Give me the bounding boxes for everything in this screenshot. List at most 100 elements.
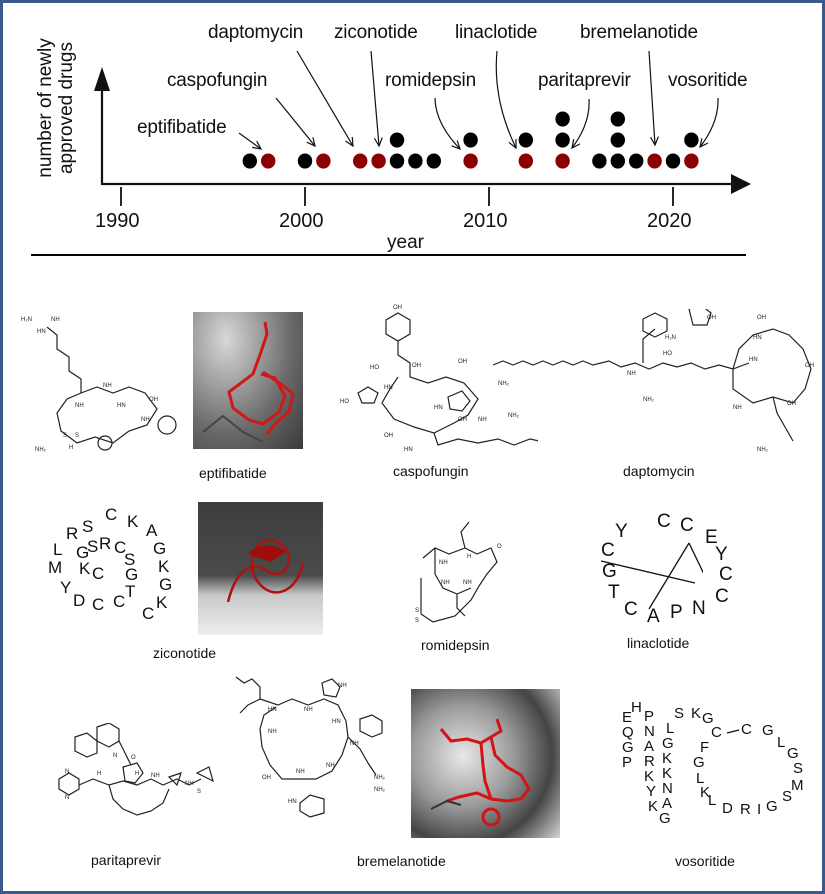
- svg-text:NH₂: NH₂: [374, 775, 386, 781]
- svg-text:NH: NH: [326, 763, 335, 769]
- svg-text:H: H: [135, 771, 139, 777]
- x-tick-label: 2020: [647, 210, 692, 232]
- highlighted-drug-marker: [518, 153, 533, 169]
- svg-text:NH: NH: [75, 403, 84, 409]
- svg-text:OH: OH: [458, 359, 467, 365]
- drug-marker: [610, 153, 625, 169]
- highlighted-drug-marker: [684, 153, 699, 169]
- svg-text:NH₂: NH₂: [643, 397, 655, 403]
- arrowhead-bremelanotide: [650, 136, 659, 147]
- vosoritide-disulfide-bond: [726, 729, 740, 734]
- x-tick-label: 2000: [279, 210, 324, 232]
- svg-text:N: N: [113, 753, 117, 759]
- caption-linaclotide: linaclotide: [627, 635, 690, 651]
- svg-text:HN: HN: [434, 405, 443, 411]
- svg-text:H: H: [467, 554, 471, 560]
- drug-marker: [463, 132, 478, 148]
- svg-text:S: S: [63, 433, 67, 439]
- svg-text:H: H: [97, 771, 101, 777]
- drug-marker: [610, 132, 625, 148]
- annotation-arrow-bremelanotide: [648, 50, 656, 146]
- svg-text:NH: NH: [141, 417, 150, 423]
- caption-eptifibatide: eptifibatide: [199, 465, 267, 481]
- x-axis-arrowhead: [731, 174, 751, 194]
- annotation-daptomycin: daptomycin: [208, 22, 304, 43]
- svg-text:OH: OH: [805, 363, 814, 369]
- svg-text:NH: NH: [185, 781, 194, 787]
- svg-text:HN: HN: [268, 707, 277, 713]
- svg-text:OH: OH: [707, 315, 716, 321]
- svg-text:NH: NH: [627, 371, 636, 377]
- svg-text:H₂N: H₂N: [21, 317, 32, 323]
- svg-text:NH: NH: [463, 580, 472, 586]
- svg-text:OH: OH: [384, 433, 393, 439]
- svg-text:H: H: [69, 445, 73, 451]
- svg-text:NH: NH: [439, 560, 448, 566]
- svg-text:O: O: [131, 755, 136, 761]
- caption-daptomycin: daptomycin: [623, 463, 695, 479]
- caption-ziconotide: ziconotide: [153, 645, 217, 661]
- svg-text:NH: NH: [296, 769, 305, 775]
- svg-text:OH: OH: [149, 397, 158, 403]
- drug-marker: [518, 132, 533, 148]
- svg-text:NH₂: NH₂: [35, 447, 47, 453]
- caption-paritaprevir: paritaprevir: [91, 852, 162, 868]
- annotation-arrow-eptifibatide: [238, 132, 262, 150]
- svg-text:NH₂: NH₂: [498, 381, 510, 387]
- svg-text:HN: HN: [288, 799, 297, 805]
- arrowhead-vosoritide: [699, 138, 709, 149]
- drug-marker: [426, 153, 441, 169]
- svg-text:S: S: [415, 618, 419, 624]
- highlighted-drug-marker: [261, 153, 276, 169]
- svg-text:H₂N: H₂N: [665, 335, 676, 341]
- timeline-chart: [94, 50, 751, 206]
- svg-text:OH: OH: [262, 775, 271, 781]
- annotation-romidepsin: romidepsin: [385, 70, 476, 91]
- arrowhead-romidepsin: [451, 140, 461, 150]
- annotation-arrow-caspofungin: [275, 97, 316, 147]
- arrowhead-daptomycin: [345, 136, 354, 148]
- svg-text:HO: HO: [663, 351, 672, 357]
- x-axis-label: year: [387, 232, 424, 253]
- annotation-eptifibatide: eptifibatide: [137, 117, 227, 138]
- drug-marker: [297, 153, 313, 169]
- svg-text:NH: NH: [350, 741, 359, 747]
- svg-text:NH: NH: [304, 707, 313, 713]
- drug-marker: [389, 132, 405, 148]
- annotation-arrow-linaclotide: [495, 50, 517, 149]
- svg-text:HN: HN: [384, 385, 393, 391]
- svg-text:NH: NH: [733, 405, 742, 411]
- svg-text:NH: NH: [268, 729, 277, 735]
- highlighted-drug-marker: [353, 153, 368, 169]
- eptifibatide-surface-model: [193, 312, 303, 449]
- annotation-arrow-paritaprevir: [571, 98, 590, 149]
- arrowhead-caspofungin: [306, 137, 316, 148]
- highlighted-drug-marker: [463, 153, 478, 169]
- svg-text:OH: OH: [458, 417, 467, 423]
- annotation-arrow-vosoritide: [699, 97, 719, 148]
- highlighted-drug-marker: [316, 153, 331, 169]
- caption-vosoritide: vosoritide: [675, 853, 735, 869]
- svg-text:NH₂: NH₂: [757, 447, 769, 453]
- svg-text:HN: HN: [404, 447, 413, 453]
- svg-text:NH: NH: [51, 317, 60, 323]
- svg-text:S: S: [415, 608, 419, 614]
- svg-text:HN: HN: [332, 719, 341, 725]
- drug-marker: [592, 153, 607, 169]
- svg-text:OH: OH: [393, 305, 402, 311]
- svg-text:NH: NH: [151, 773, 160, 779]
- highlighted-drug-marker: [371, 153, 386, 169]
- x-tick-label: 2010: [463, 210, 508, 232]
- y-axis-label: number of newly approved drugs: [35, 38, 77, 178]
- drug-marker: [555, 111, 570, 127]
- caption-bremelanotide: bremelanotide: [357, 853, 446, 869]
- linaclotide-crosslinks: [600, 542, 703, 610]
- svg-text:NH₂: NH₂: [374, 787, 386, 793]
- annotation-bremelanotide: bremelanotide: [580, 22, 698, 43]
- annotation-arrow-romidepsin: [434, 97, 461, 150]
